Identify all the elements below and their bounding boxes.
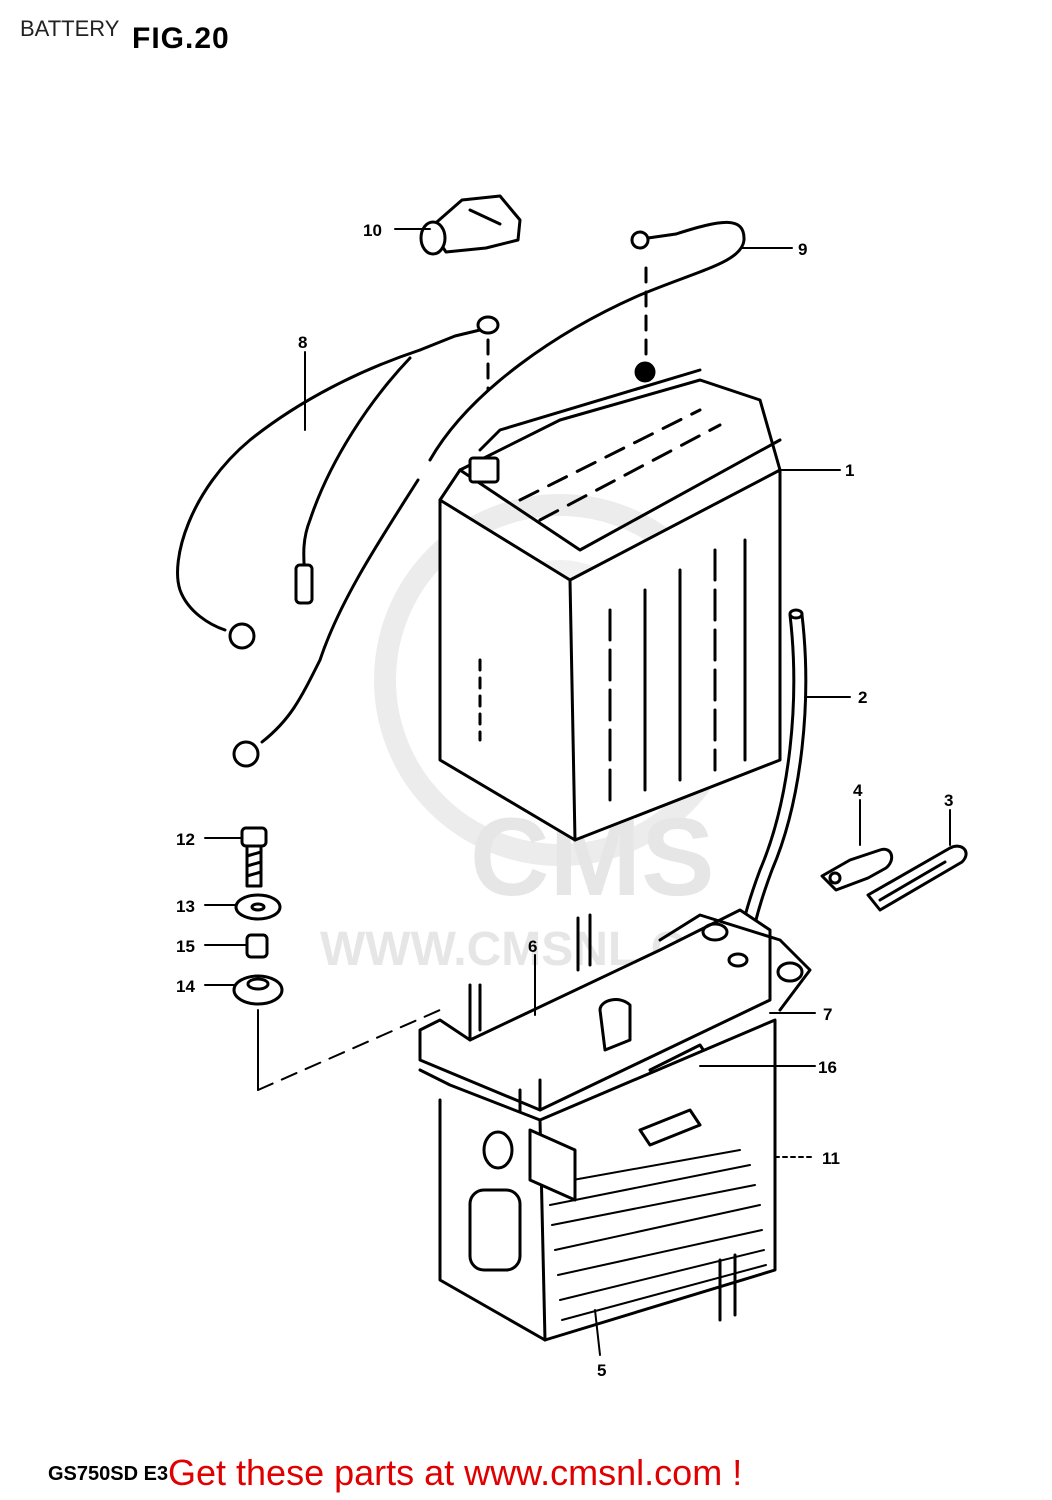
part-grommet	[232, 974, 284, 1006]
part-band	[866, 844, 968, 912]
callout-15: 15	[176, 937, 195, 956]
callout-12: 12	[176, 830, 195, 849]
callout-5: 5	[597, 1361, 606, 1380]
part-clamp	[820, 847, 894, 892]
model-code: GS750SD E3	[48, 1463, 169, 1485]
callout-numbers: 10 9 8 1 2 4 3 12 13 15 14 6 7 16 11 5	[176, 221, 953, 1380]
part-collar	[245, 933, 269, 959]
page-title: BATTERY	[20, 16, 120, 41]
callout-4: 4	[853, 781, 863, 800]
callout-11: 11	[822, 1149, 840, 1168]
callout-1: 1	[845, 461, 854, 480]
callout-6: 6	[528, 937, 537, 956]
get-parts-link[interactable]: Get these parts at www.cmsnl.com !	[168, 1452, 743, 1493]
callout-14: 14	[176, 977, 195, 996]
part-battery-case	[418, 1018, 777, 1342]
part-bolt	[240, 826, 268, 888]
callout-10: 10	[363, 221, 382, 240]
callout-leaders	[204, 228, 951, 1356]
part-battery	[438, 361, 782, 842]
callout-16: 16	[818, 1058, 837, 1077]
part-washer	[234, 893, 282, 921]
part-terminal-cover	[419, 194, 522, 256]
callout-13: 13	[176, 897, 195, 916]
callout-8: 8	[298, 333, 307, 352]
part-positive-cable	[232, 220, 746, 768]
part-negative-cable	[176, 315, 500, 650]
figure-number: FIG.20	[132, 22, 230, 55]
callout-2: 2	[858, 688, 867, 707]
callout-9: 9	[798, 240, 807, 259]
callout-7: 7	[823, 1005, 832, 1024]
callout-3: 3	[944, 791, 953, 810]
